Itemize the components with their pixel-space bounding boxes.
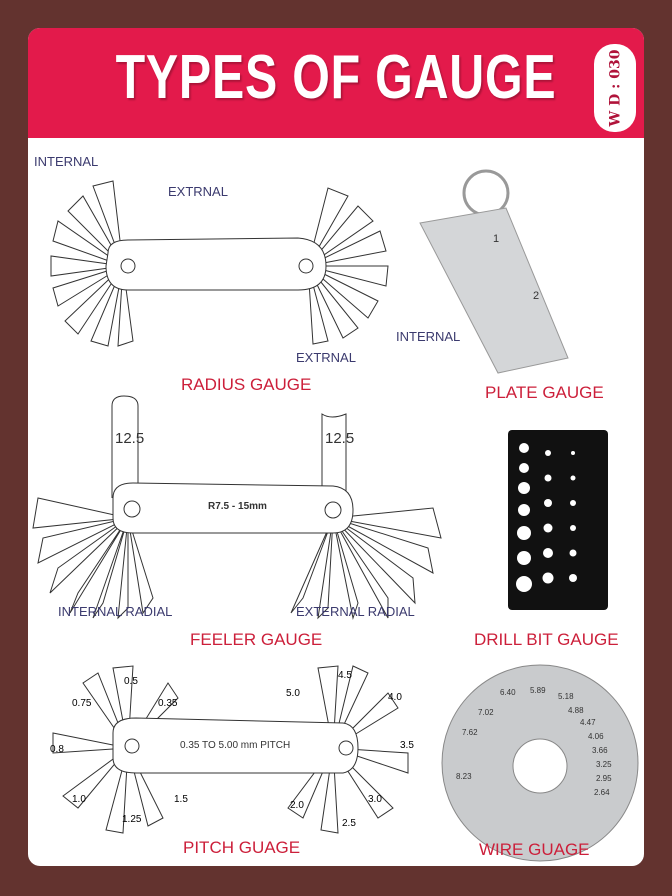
page-title: TYPES OF GAUGE bbox=[115, 43, 557, 112]
feeler-internal-caption: INTERNAL RADIAL bbox=[58, 604, 173, 619]
plate-mark-2: 2 bbox=[533, 290, 540, 302]
gauge-illustrations bbox=[32, 169, 639, 862]
drill-bit-gauge-photo bbox=[508, 430, 608, 610]
poster-card: TYPES OF GAUGE W D : 030 bbox=[28, 28, 644, 866]
code-badge: W D : 030 bbox=[594, 44, 636, 132]
pitch-blade-label: 0.8 bbox=[50, 744, 64, 755]
wire-mark: 4.47 bbox=[580, 718, 596, 727]
wire-mark: 8.23 bbox=[456, 772, 472, 781]
radius-annotation-external-1: EXTRNAL bbox=[168, 184, 228, 199]
feeler-gauge-label: FEELER GAUGE bbox=[190, 630, 323, 649]
pitch-blade-label: 1.0 bbox=[72, 794, 86, 805]
pitch-gauge-label: PITCH GUAGE bbox=[183, 838, 301, 857]
wire-mark: 2.95 bbox=[596, 774, 612, 783]
feeler-external-caption: EXTERNAL RADIAL bbox=[296, 604, 415, 619]
pitch-blade-label: 2.0 bbox=[290, 800, 304, 811]
pitch-blade-label: 3.0 bbox=[368, 794, 382, 805]
pitch-blade-label: 1.25 bbox=[122, 814, 142, 825]
pitch-blade-label: 3.5 bbox=[400, 740, 414, 751]
drill-bit-gauge-label: DRILL BIT GAUGE bbox=[474, 630, 619, 649]
pitch-blade-label: 1.5 bbox=[174, 794, 188, 805]
pitch-blade-label: 4.5 bbox=[338, 670, 352, 681]
wire-mark: 4.06 bbox=[588, 732, 604, 741]
wire-mark: 6.40 bbox=[500, 688, 516, 697]
pitch-gauge-drawing bbox=[52, 665, 409, 834]
pitch-blade-label: 0.75 bbox=[72, 698, 92, 709]
plate-mark-1: 1 bbox=[493, 233, 500, 245]
feeler-right-blade-value: 12.5 bbox=[325, 430, 355, 447]
radius-gauge-label: RADIUS GAUGE bbox=[181, 375, 312, 394]
pitch-blade-label: 0.5 bbox=[124, 676, 138, 687]
header-banner: TYPES OF GAUGE W D : 030 bbox=[28, 28, 644, 138]
feeler-gauge-drawing bbox=[32, 395, 442, 620]
plate-gauge-label: PLATE GAUGE bbox=[485, 383, 604, 402]
wire-mark: 2.64 bbox=[594, 788, 610, 797]
radius-annotation-external-2: EXTRNAL bbox=[296, 350, 356, 365]
radius-gauge-drawing bbox=[50, 180, 389, 347]
radius-annotation-internal-2: INTERNAL bbox=[396, 329, 461, 344]
pitch-blade-label: 5.0 bbox=[286, 688, 300, 699]
feeler-body-text: R7.5 - 15mm bbox=[208, 501, 267, 512]
wire-gauge-photo bbox=[441, 664, 639, 862]
wire-gauge-label: WIRE GUAGE bbox=[479, 840, 590, 859]
wire-mark: 4.88 bbox=[568, 706, 584, 715]
pitch-body-text: 0.35 TO 5.00 mm PITCH bbox=[180, 740, 291, 751]
radius-annotation-internal-1: INTERNAL bbox=[34, 154, 99, 169]
pitch-blade-label: 0.35 bbox=[158, 698, 178, 709]
feeler-left-blade-value: 12.5 bbox=[115, 430, 145, 447]
wire-mark: 5.89 bbox=[530, 686, 546, 695]
wire-mark: 3.25 bbox=[596, 760, 612, 769]
wire-mark: 7.02 bbox=[478, 708, 494, 717]
pitch-blade-label: 2.5 bbox=[342, 818, 356, 829]
wire-mark: 5.18 bbox=[558, 692, 574, 701]
wire-mark: 7.62 bbox=[462, 728, 478, 737]
wire-mark: 3.66 bbox=[592, 746, 608, 755]
pitch-blade-label: 4.0 bbox=[388, 692, 402, 703]
plate-gauge-photo bbox=[419, 169, 569, 374]
